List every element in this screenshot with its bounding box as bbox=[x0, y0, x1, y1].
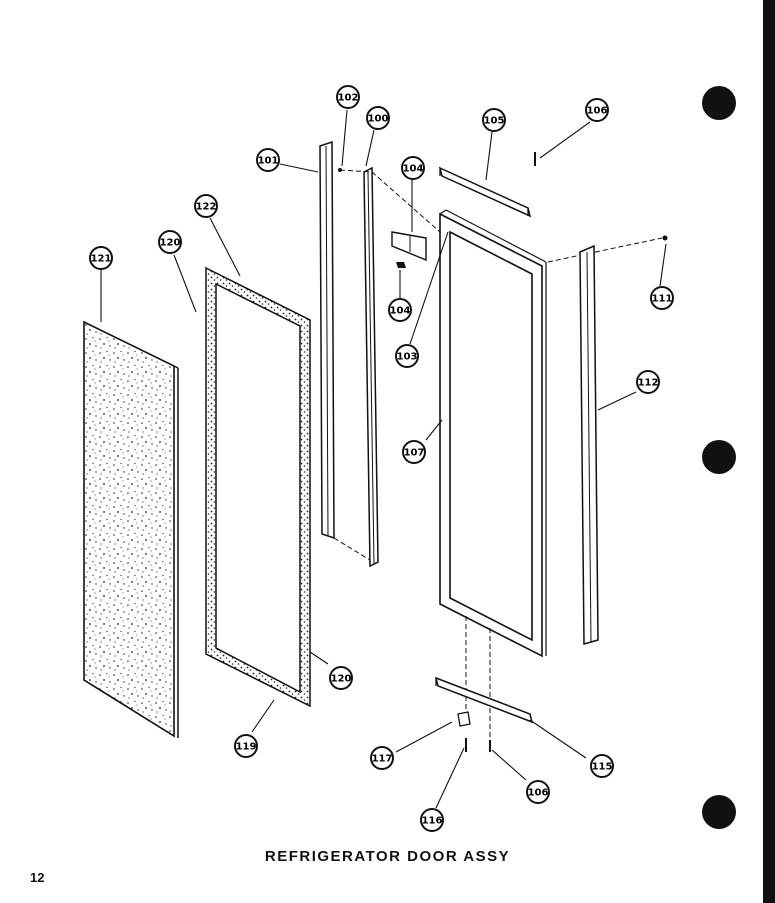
svg-text:117: 117 bbox=[372, 754, 393, 765]
svg-text:116: 116 bbox=[422, 816, 443, 827]
callout-103: 103 bbox=[395, 344, 419, 368]
insulation-panel bbox=[83, 320, 179, 738]
leader-lines bbox=[100, 109, 667, 809]
svg-text:112: 112 bbox=[638, 378, 659, 389]
svg-text:111: 111 bbox=[652, 294, 673, 305]
scan-page-edge bbox=[763, 0, 775, 903]
svg-text:120: 120 bbox=[160, 238, 181, 249]
svg-text:120: 120 bbox=[331, 674, 352, 685]
page-number: 12 bbox=[30, 870, 45, 885]
callout-102: 102 bbox=[336, 85, 360, 109]
svg-text:115: 115 bbox=[592, 762, 613, 773]
svg-text:105: 105 bbox=[484, 116, 505, 127]
callout-119: 119 bbox=[234, 734, 258, 758]
svg-text:103: 103 bbox=[397, 352, 418, 363]
screw-111 bbox=[662, 235, 668, 241]
screw-102 bbox=[338, 168, 342, 172]
callout-101: 101 bbox=[256, 148, 280, 172]
callout-116: 116 bbox=[420, 808, 444, 832]
callout-117: 117 bbox=[370, 746, 394, 770]
callout-107: 107 bbox=[402, 440, 426, 464]
door-liner bbox=[439, 209, 547, 658]
trim-strip-100 bbox=[363, 166, 379, 568]
side-rail bbox=[579, 244, 599, 645]
binder-hole-middle bbox=[702, 440, 736, 474]
callout-121: 121 bbox=[89, 246, 113, 270]
svg-text:106: 106 bbox=[587, 106, 608, 117]
svg-text:104: 104 bbox=[403, 164, 424, 175]
binder-hole-top bbox=[702, 86, 736, 120]
diagram-caption: REFRIGERATOR DOOR ASSY bbox=[264, 848, 511, 865]
callout-112: 112 bbox=[636, 370, 660, 394]
bottom-end-cap bbox=[434, 676, 534, 724]
callout-111: 111 bbox=[650, 286, 674, 310]
callout-115: 115 bbox=[590, 754, 614, 778]
door-stop-clip bbox=[457, 711, 471, 727]
callout-106-bottom: 106 bbox=[526, 780, 550, 804]
callout-120-top: 120 bbox=[158, 230, 182, 254]
svg-text:101: 101 bbox=[258, 156, 279, 167]
top-end-cap bbox=[438, 166, 532, 218]
callout-104-top: 104 bbox=[401, 156, 425, 180]
svg-text:107: 107 bbox=[404, 448, 425, 459]
svg-text:104: 104 bbox=[390, 306, 411, 317]
callout-100: 100 bbox=[366, 106, 390, 130]
callout-120-bottom: 120 bbox=[329, 666, 353, 690]
svg-text:102: 102 bbox=[338, 93, 359, 104]
svg-text:122: 122 bbox=[196, 202, 217, 213]
svg-text:106: 106 bbox=[528, 788, 549, 799]
callout-104-bottom: 104 bbox=[388, 298, 412, 322]
callouts: 121 120 122 101 102 100 104 105 106 104 … bbox=[89, 85, 674, 832]
door-gasket bbox=[205, 266, 311, 708]
callout-105: 105 bbox=[482, 108, 506, 132]
callout-122: 122 bbox=[194, 194, 218, 218]
binder-hole-bottom bbox=[702, 795, 736, 829]
trim-strip-101 bbox=[319, 140, 335, 540]
hinge-bracket bbox=[391, 231, 427, 268]
svg-text:100: 100 bbox=[368, 114, 389, 125]
callout-106-top: 106 bbox=[585, 98, 609, 122]
svg-text:119: 119 bbox=[236, 742, 257, 753]
svg-text:121: 121 bbox=[91, 254, 112, 265]
